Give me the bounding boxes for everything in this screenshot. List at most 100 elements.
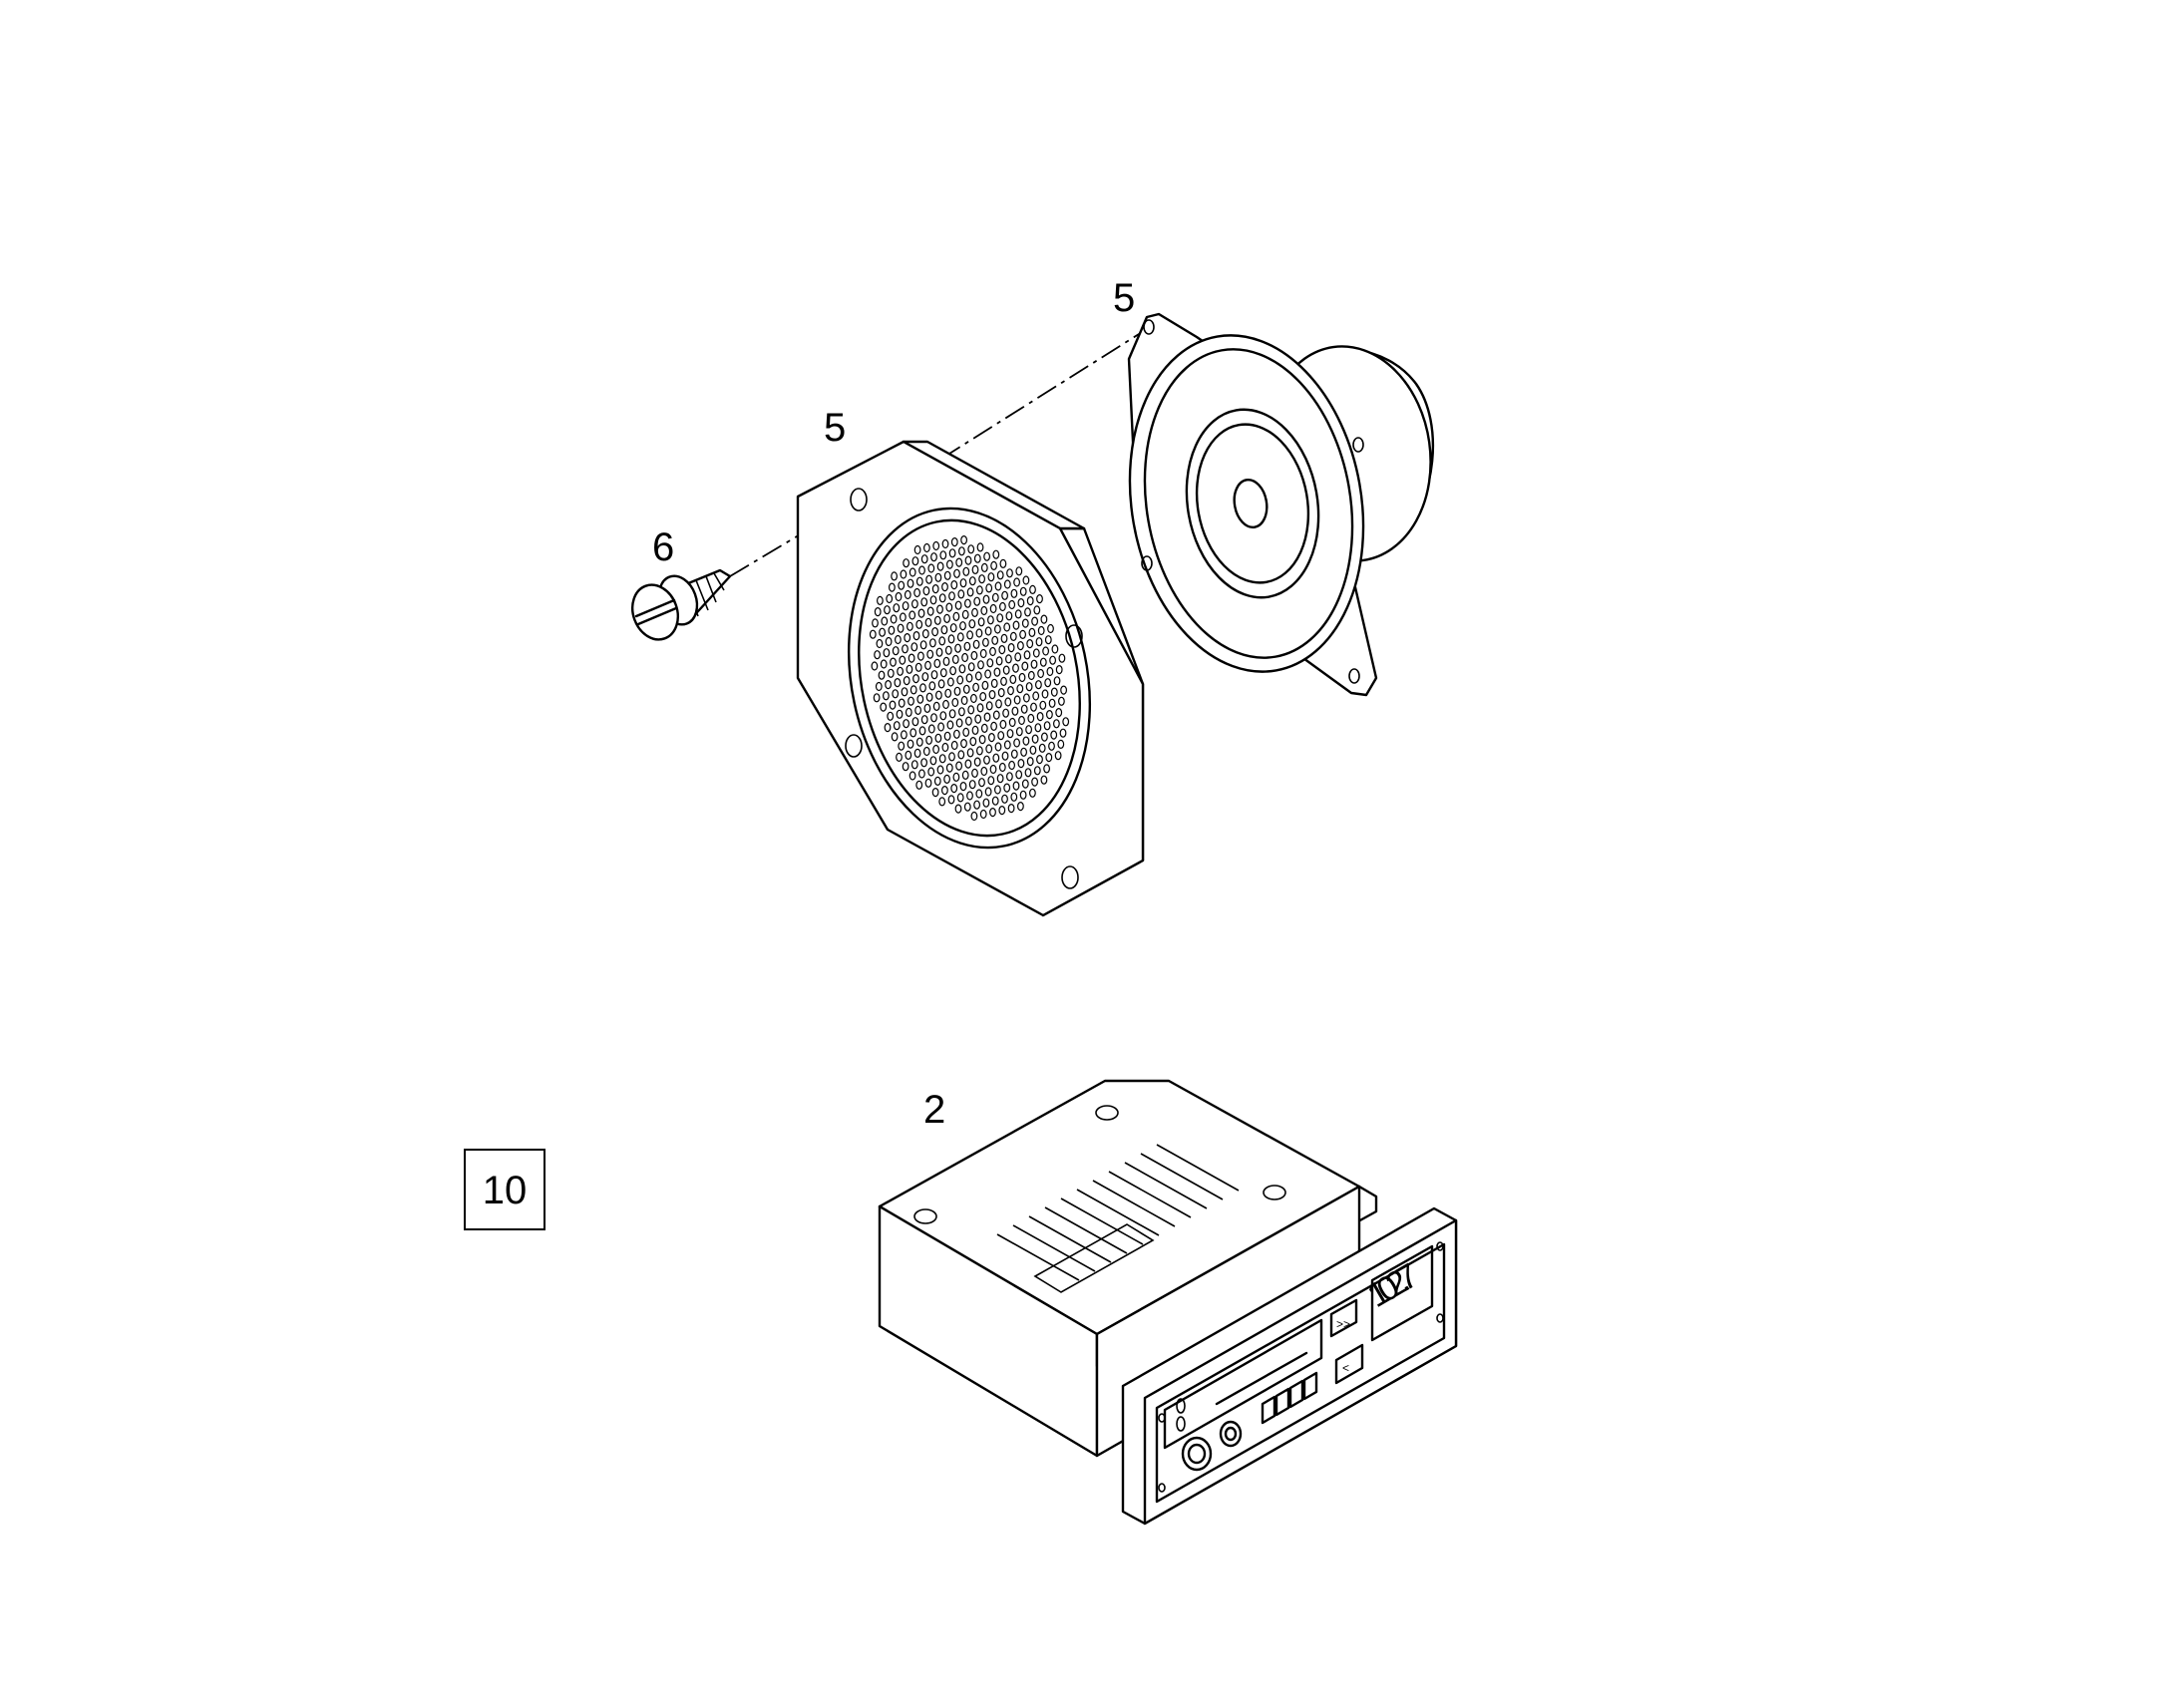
grille-hole [970,811,978,822]
grille-hole [1005,654,1012,664]
grille-hole [932,540,940,551]
grille-hole [929,756,937,766]
grille-hole [911,556,919,566]
grille-hole [1024,768,1032,778]
grille-hole [1001,794,1008,804]
grille-hole [973,596,981,606]
grille-hole [1031,777,1038,787]
grille-hole [947,634,955,644]
grille-hole [880,659,888,669]
grille-hole [998,805,1006,816]
grille-hole [938,797,946,807]
grille-hole [914,705,921,716]
grille-hole [1015,770,1023,780]
grille-hole [920,715,928,725]
grille-hole [881,616,889,626]
grille-hole [1026,756,1034,767]
grille-hole [1013,577,1020,587]
grille-hole [908,610,916,620]
grille-hole [945,602,953,612]
grille-hole [1040,614,1048,624]
grille-hole [1040,732,1048,742]
grille-hole [886,593,894,604]
grille-hole [1003,740,1011,750]
svg-text:>>: >> [1336,1317,1350,1331]
grille-hole [896,752,903,763]
grille-hole [1026,595,1034,606]
grille-hole [904,632,911,643]
grille-hole [1024,607,1031,617]
grille-hole [946,720,954,730]
grille-hole [922,585,930,596]
grille-hole [1044,635,1052,645]
grille-hole [973,553,981,563]
grille-hole [1027,713,1035,724]
grille-hole [944,645,952,655]
grille-hole [925,735,932,745]
grille-hole [998,762,1006,773]
grille-hole [964,759,972,769]
grille-hole [997,731,1005,741]
grille-hole [921,672,929,682]
grille-hole [992,710,1000,720]
grille-hole [1029,584,1036,595]
grille-hole [919,640,927,650]
grille-hole [1041,689,1049,699]
grille-hole [978,574,985,584]
grille-hole [898,698,906,708]
grille-hole [957,589,965,599]
grille-hole [989,764,997,775]
grille-hole [1052,719,1060,729]
grille-hole [949,666,956,676]
grille-hole [966,791,973,801]
grille-hole [978,734,986,745]
grille-hole [948,709,956,719]
grille-hole [1012,781,1020,791]
grille-hole [966,587,974,597]
grille-hole [911,599,918,609]
grille-hole [1054,751,1062,761]
grille-hole [932,744,939,755]
grille-hole [1047,623,1054,634]
grille-hole [1039,657,1047,667]
grille-hole [889,700,897,710]
grille-hole [890,657,897,667]
grille-hole [912,673,919,684]
grille-hole [871,661,879,671]
grille-hole [884,722,892,733]
grille-hole [1022,693,1030,703]
grille-hole [954,804,962,814]
grille-hole [1043,764,1050,774]
grille-hole [919,683,926,693]
grille-hole [912,630,920,641]
grille-hole [941,538,949,549]
radio-head-unit: >> < 102.7 [878,1079,1458,1526]
grille-hole [1050,687,1058,697]
grille-hole [989,603,997,614]
grille-hole [902,601,909,611]
grille-hole [960,738,967,749]
grille-hole [930,713,937,723]
grille-hole [948,548,956,558]
grille-hole [987,615,994,625]
grille-hole [907,578,914,588]
grille-hole [951,654,959,665]
grille-hole [885,679,892,690]
grille-hole [969,736,977,747]
grille-hole [1001,751,1009,761]
grille-hole [883,648,891,658]
grille-hole [1025,725,1032,735]
grille-hole [968,619,976,629]
grille-hole [904,589,911,600]
grille-hole [889,582,896,592]
grille-hole [945,763,953,773]
grille-hole [905,750,912,761]
grille-hole [914,662,922,672]
grille-hole [1051,644,1059,654]
grille-hole [996,570,1004,580]
grille-hole [900,569,908,579]
grille-hole [1002,665,1010,675]
callout-speaker: 5 [1113,276,1135,320]
grille-hole [970,650,978,661]
screw [631,568,732,641]
